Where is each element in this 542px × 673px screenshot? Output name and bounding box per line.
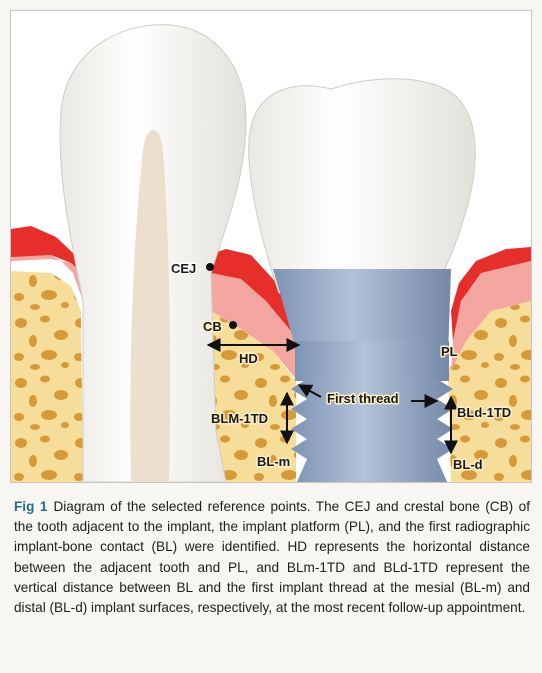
dental-implant-diagram: CEJ CB HD PL First thread BLM-1TD BLd-1T…	[11, 11, 531, 482]
label-cej: CEJ	[171, 261, 196, 276]
caption-text: Diagram of the selected reference points…	[14, 499, 530, 616]
bone-left	[11, 271, 83, 482]
label-pl: PL	[441, 344, 458, 359]
soft-tissue-left	[11, 249, 83, 301]
gingiva-right	[451, 247, 531, 341]
soft-tissue-right	[451, 261, 531, 371]
implant-threaded-body	[291, 379, 453, 482]
gingiva-left	[11, 226, 83, 273]
gingiva-middle	[209, 249, 303, 356]
bone-right	[448, 301, 531, 482]
cb-point	[229, 321, 237, 329]
label-blm-1td: BLM-1TD	[211, 411, 268, 426]
bone-middle	[211, 311, 296, 482]
label-bl-m: BL-m	[257, 454, 290, 469]
figure-number: Fig 1	[14, 499, 48, 514]
cej-point	[206, 263, 214, 271]
tooth-pulp	[130, 130, 171, 482]
label-first-thread: First thread	[327, 391, 399, 406]
implant-abutment	[273, 269, 451, 356]
label-bl-d: BL-d	[453, 457, 483, 472]
first-thread-arrow-left	[297, 384, 322, 398]
implant-collar	[295, 341, 449, 381]
soft-tissue-middle	[211, 273, 301, 379]
diagram-figure: CEJ CB HD PL First thread BLM-1TD BLd-1T…	[10, 10, 532, 483]
label-hd: HD	[239, 351, 258, 366]
label-cb: CB	[203, 319, 222, 334]
implant-crown	[248, 78, 476, 294]
label-bld-1td: BLd-1TD	[457, 405, 511, 420]
